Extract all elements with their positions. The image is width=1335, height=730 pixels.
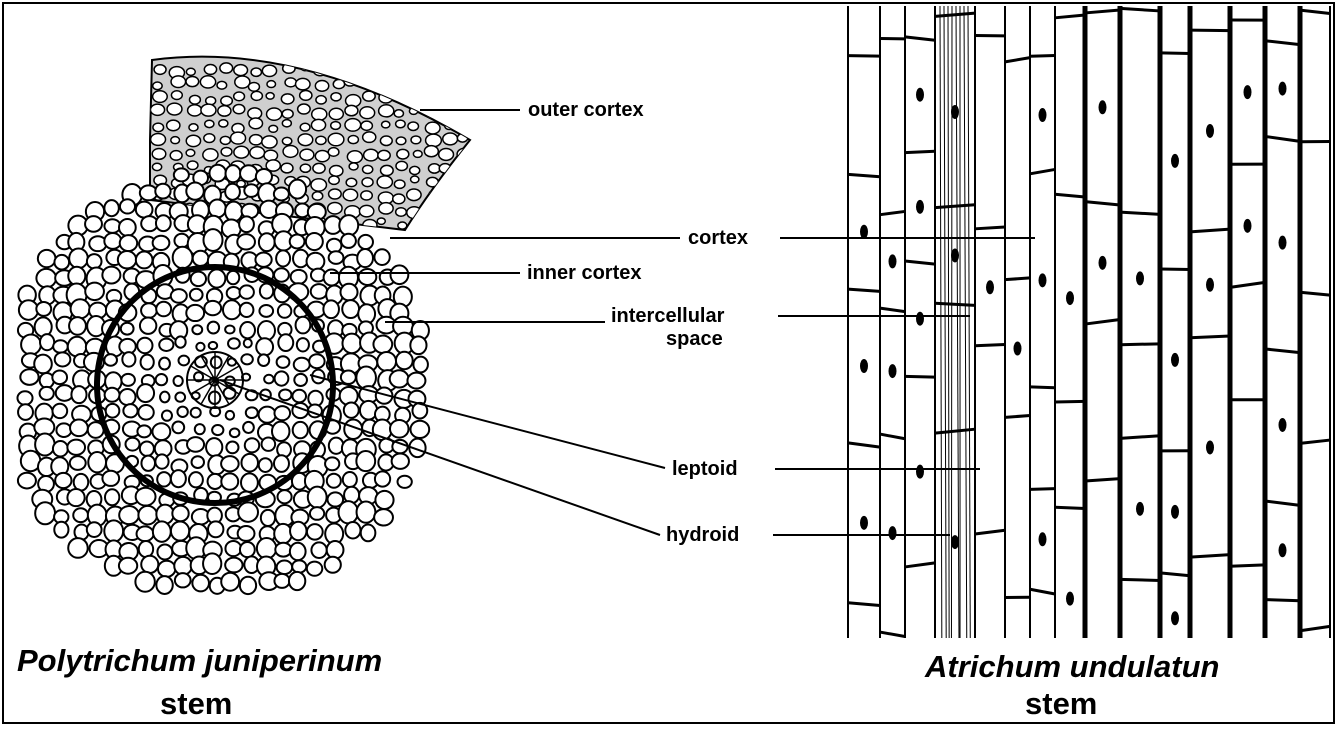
left-part-label: stem — [160, 687, 232, 721]
atrichum-longitudinal-section-drawing — [840, 6, 1332, 725]
left-species-name: Polytrichum juniperinum — [17, 644, 382, 678]
label-hydroid: hydroid — [666, 524, 739, 546]
label-inner-cortex: inner cortex — [527, 262, 641, 284]
right-part-label: stem — [1025, 687, 1097, 721]
label-cortex: cortex — [688, 227, 748, 249]
right-species-name: Atrichum undulatun — [925, 650, 1219, 684]
label-space: space — [666, 328, 723, 350]
label-intercellular: intercellular — [611, 305, 724, 327]
label-outer-cortex: outer cortex — [528, 99, 644, 121]
label-leptoid: leptoid — [672, 458, 738, 480]
polytrichum-cross-section-drawing — [17, 57, 472, 594]
